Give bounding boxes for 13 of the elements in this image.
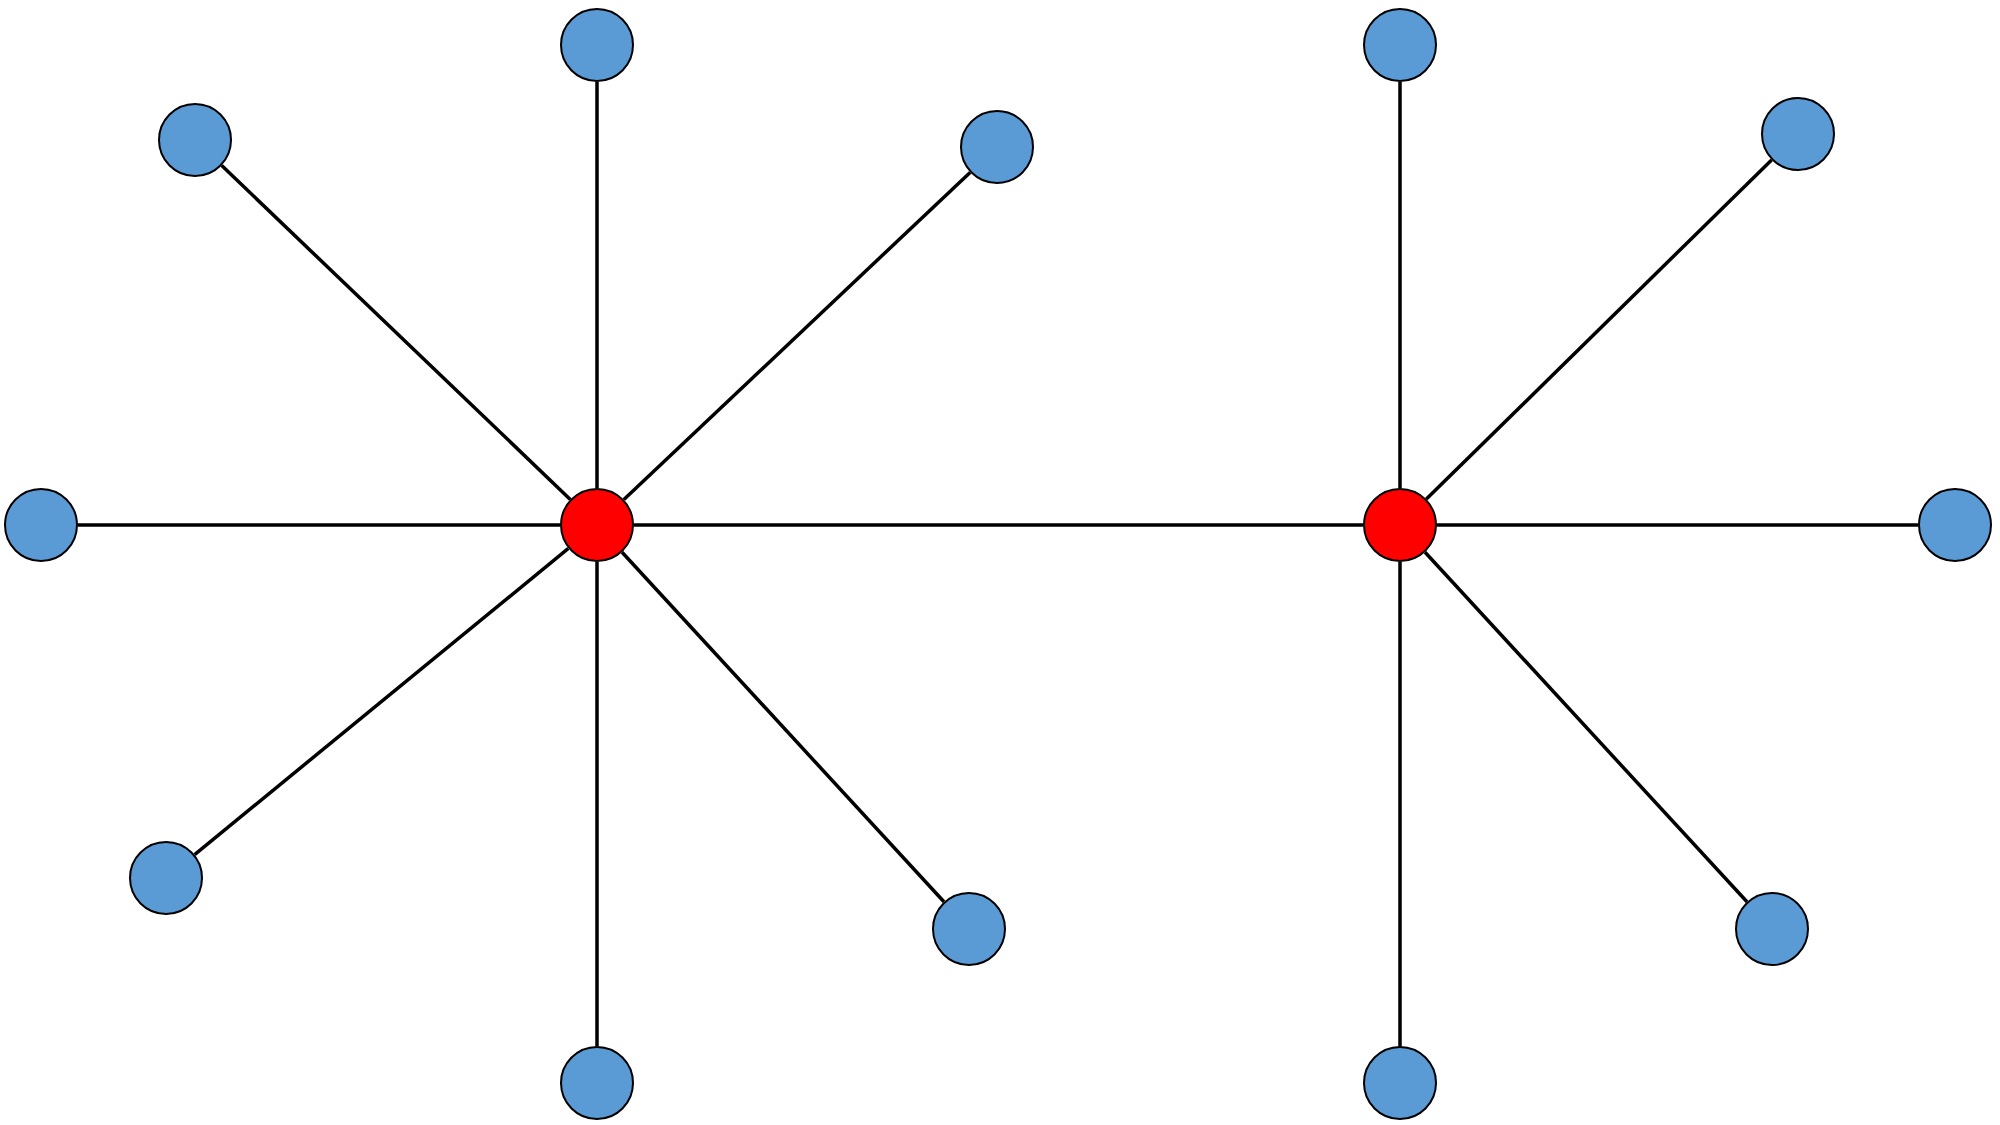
connector-line (78, 523, 560, 527)
connector-line (1425, 158, 1773, 501)
connector-line (220, 164, 572, 501)
connector-line (595, 562, 599, 1046)
connector-line (193, 547, 570, 856)
connector-line (1398, 562, 1402, 1046)
connector-line (1437, 523, 1918, 527)
connector-line (620, 551, 946, 903)
connector-line (622, 171, 972, 501)
connector-line (1423, 551, 1749, 903)
connector-line (1398, 82, 1402, 488)
connector-line (595, 82, 599, 488)
connector-line (634, 523, 1363, 527)
